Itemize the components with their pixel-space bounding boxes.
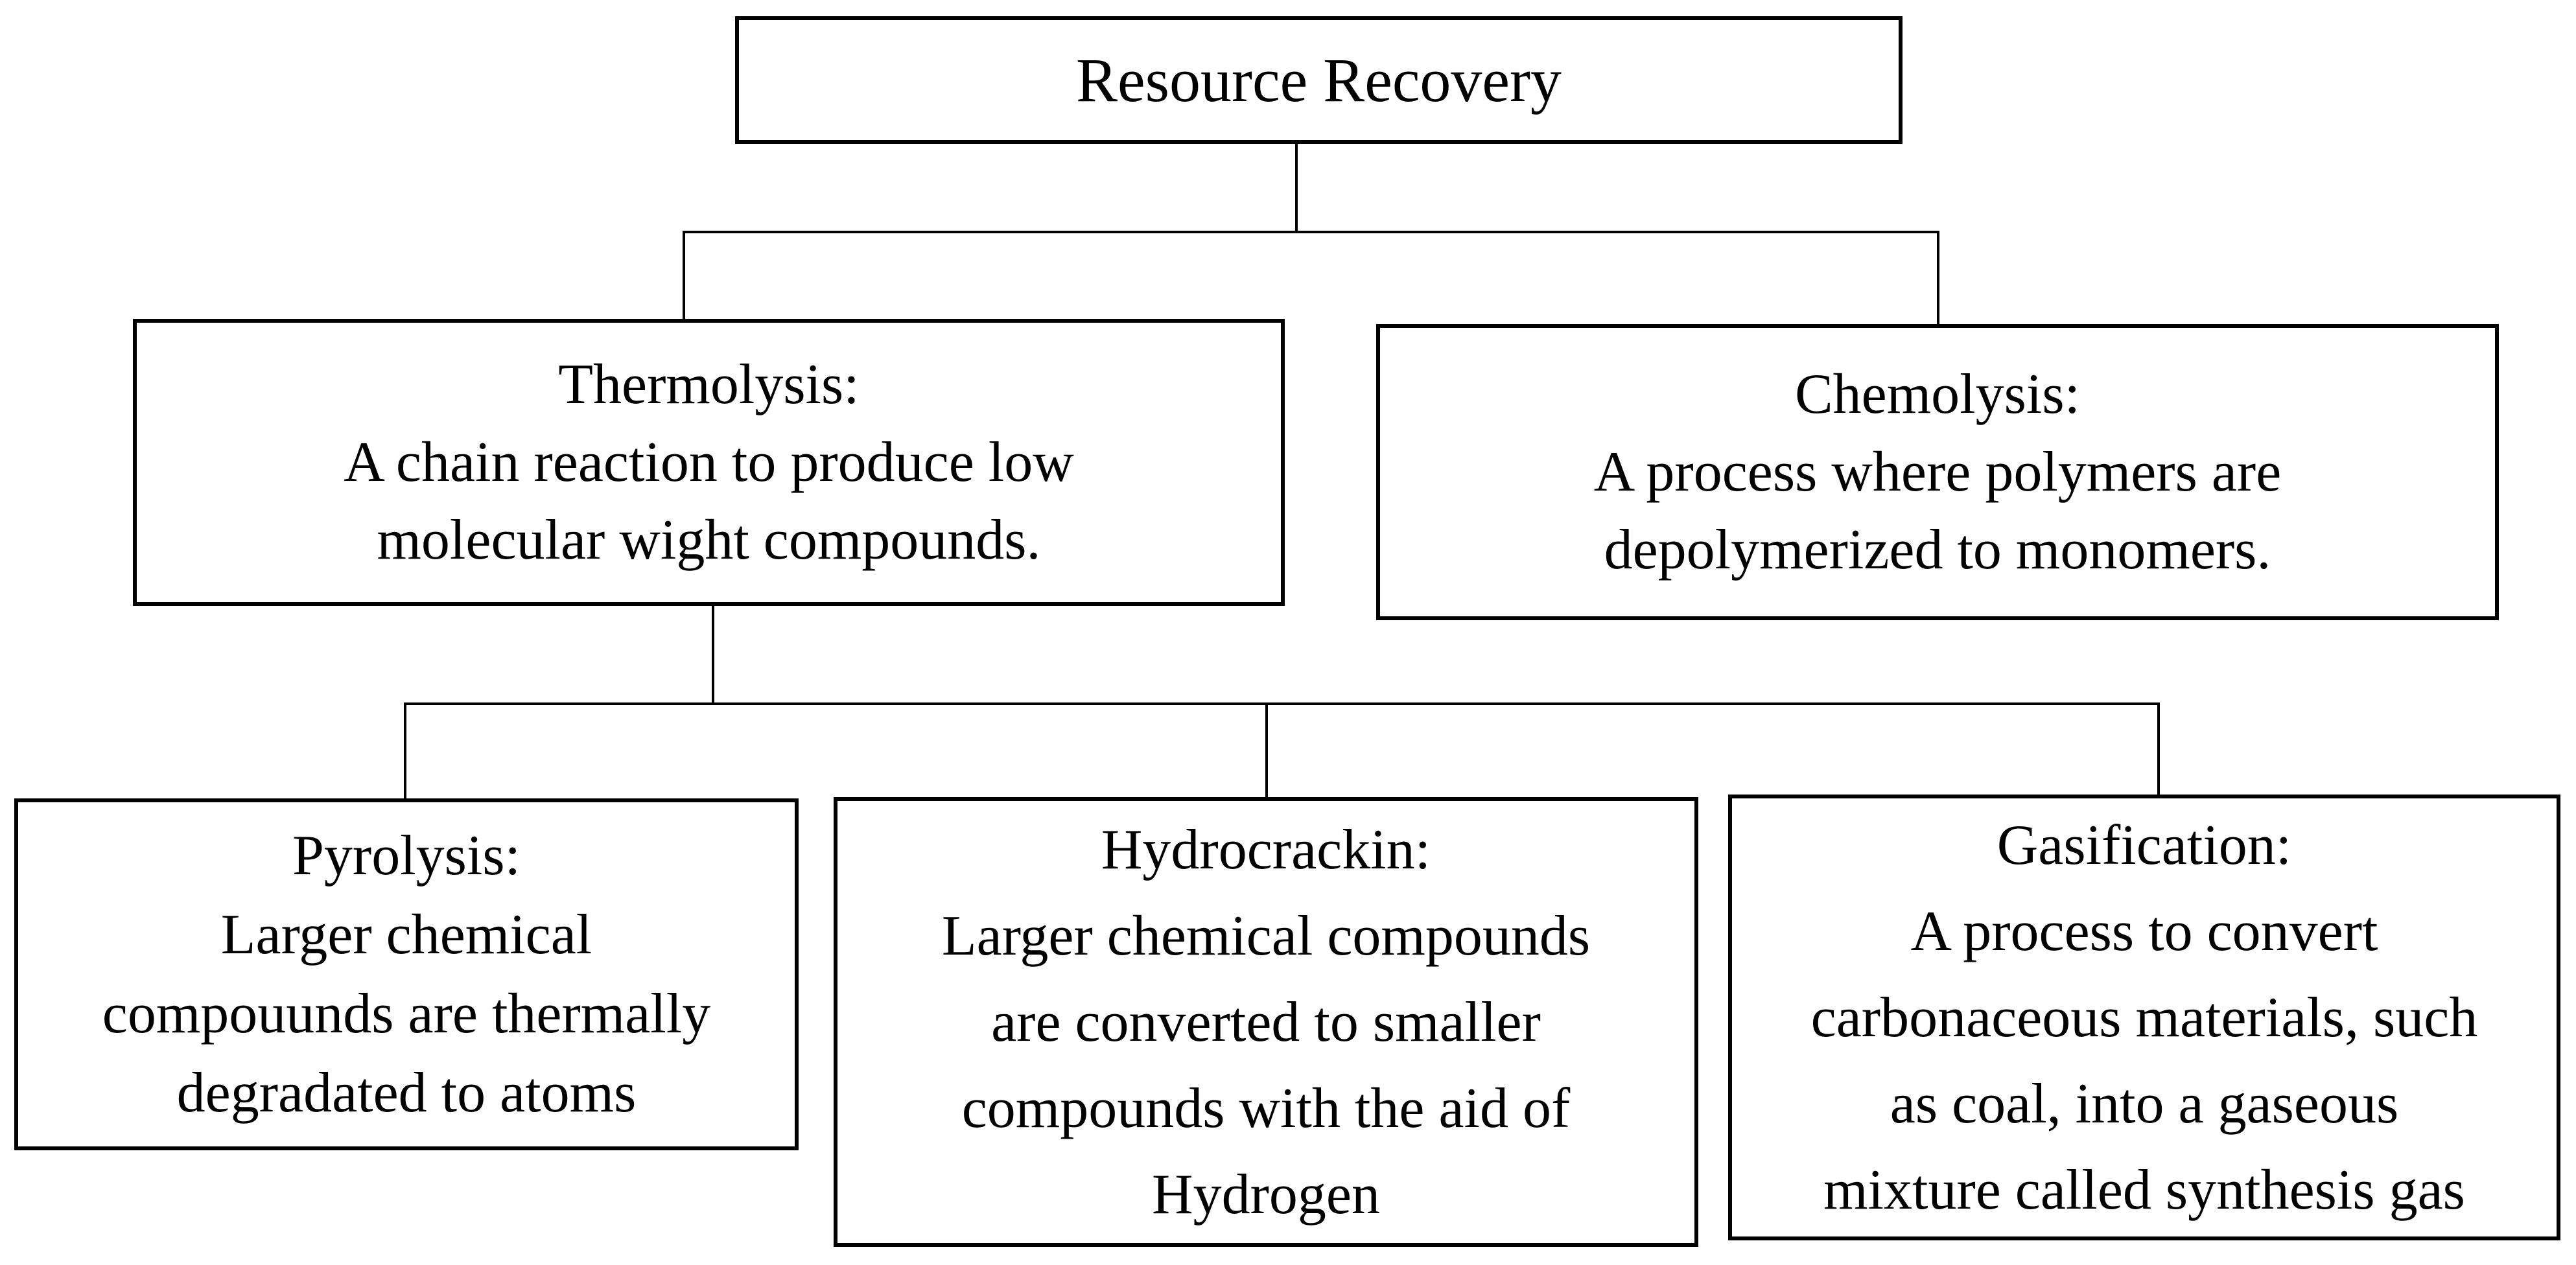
- connector-branch-to-thermolysis: [683, 231, 685, 323]
- connector-level1-branch: [683, 231, 1939, 233]
- connector-branch-to-pyrolysis: [404, 702, 406, 802]
- node-pyrolysis: Pyrolysis: Larger chemical compouunds ar…: [14, 798, 799, 1150]
- connector-level2-branch: [404, 702, 2160, 705]
- node-title: Hydrocrackin:: [1101, 818, 1431, 881]
- node-gasification: Gasification: A process to convert carbo…: [1728, 795, 2560, 1240]
- node-description: A chain reaction to produce low molecula…: [344, 430, 1074, 572]
- node-title: Pyrolysis:: [292, 824, 521, 887]
- connector-branch-to-chemolysis: [1937, 231, 1939, 328]
- node-title: Chemolysis:: [1794, 362, 2081, 426]
- node-chemolysis: Chemolysis: A process where polymers are…: [1376, 324, 2499, 620]
- node-title: Thermolysis:: [558, 353, 860, 416]
- node-title: Resource Recovery: [1075, 45, 1562, 115]
- node-description: Larger chemical compouunds are thermally…: [102, 903, 711, 1124]
- node-description: A process where polymers are depolymeriz…: [1593, 440, 2282, 581]
- node-description: A process to convert carbonaceous materi…: [1810, 899, 2478, 1222]
- node-description: Larger chemical compounds are converted …: [941, 904, 1591, 1226]
- node-hydrocracking: Hydrocrackin: Larger chemical compounds …: [834, 797, 1698, 1247]
- connector-branch-to-gasification: [2157, 702, 2160, 798]
- connector-root-stem: [1295, 141, 1298, 233]
- connector-thermolysis-stem: [712, 601, 714, 705]
- node-title: Gasification:: [1996, 813, 2292, 877]
- node-thermolysis: Thermolysis: A chain reaction to produce…: [133, 319, 1285, 606]
- connector-branch-to-hydrocracking: [1265, 702, 1268, 801]
- node-resource-recovery: Resource Recovery: [735, 16, 1903, 144]
